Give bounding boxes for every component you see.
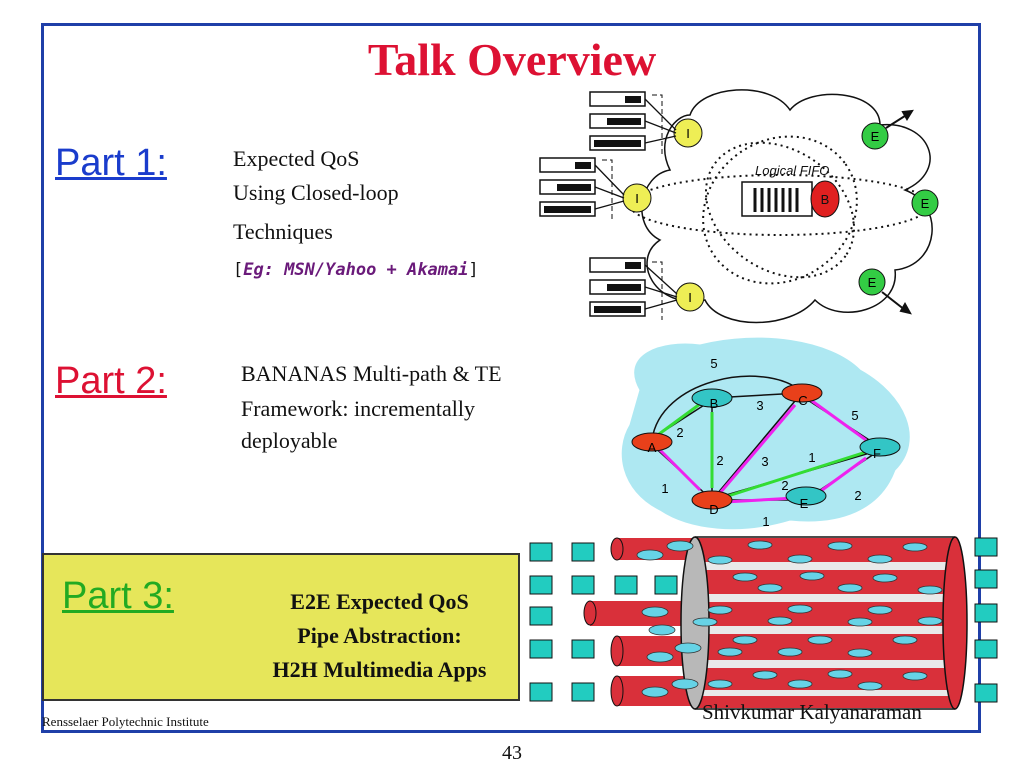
footer-institute: Rensselaer Polytechnic Institute — [42, 714, 209, 729]
svg-text:I: I — [635, 191, 639, 206]
svg-text:C: C — [798, 393, 807, 408]
bottleneck-node — [810, 180, 840, 218]
egress-node — [861, 122, 889, 150]
svg-text:E: E — [871, 129, 880, 144]
svg-text:I: I — [688, 290, 692, 305]
svg-text:B: B — [710, 396, 719, 411]
svg-text:E: E — [921, 196, 930, 211]
part3-line-3: H2H Multimedia Apps — [272, 657, 487, 682]
packet — [974, 603, 998, 623]
router-node — [631, 432, 673, 452]
footer-author: Shivkumar Kalyanaraman — [702, 700, 922, 724]
link-weight: 2 — [781, 478, 788, 493]
packet — [614, 575, 638, 595]
link-weight: 1 — [762, 514, 769, 529]
part3-label: Part 3: — [62, 575, 174, 617]
link-weight: 2 — [716, 453, 723, 468]
part2-line-1: BANANAS Multi-path & TE — [241, 361, 502, 386]
page-number: 43 — [502, 742, 522, 764]
svg-text:E: E — [800, 496, 809, 511]
egress-node — [911, 189, 939, 217]
part2-line-3: deployable — [241, 428, 338, 453]
part1-example: [Eg: MSN/Yahoo + Akamai] — [233, 254, 479, 284]
part1-line-3: Techniques — [233, 219, 333, 244]
link-weight: 1 — [661, 481, 668, 496]
link-weight: 5 — [710, 356, 717, 371]
part2-line-2: Framework: incrementally — [241, 396, 475, 421]
svg-text:I: I — [686, 126, 690, 141]
part3-text: E2E Expected QoS Pipe Abstraction: H2H M… — [237, 585, 522, 687]
svg-text:F: F — [873, 446, 881, 461]
router-node — [691, 388, 733, 408]
part1-label: Part 1: — [55, 142, 167, 184]
svg-text:A: A — [648, 440, 657, 455]
egress-node — [858, 268, 886, 296]
network-cloud — [621, 337, 910, 530]
ingress-node — [673, 118, 703, 148]
packet — [529, 542, 553, 562]
packet — [529, 575, 553, 595]
link-weight: 1 — [808, 450, 815, 465]
part1-line-1: Expected QoS — [233, 146, 360, 171]
router-node — [691, 490, 733, 510]
part2-label: Part 2: — [55, 360, 167, 402]
packet — [529, 606, 553, 626]
packet — [974, 537, 998, 557]
packet — [529, 639, 553, 659]
packet — [974, 683, 998, 703]
slide-title: Talk Overview — [367, 34, 657, 85]
part1-bracket-close: ] — [468, 260, 479, 280]
svg-text:E: E — [868, 275, 877, 290]
fifo-label: Logical FIFO — [755, 163, 829, 178]
part3-box — [42, 553, 520, 701]
flow-ellipse — [704, 141, 856, 279]
svg-text:B: B — [821, 192, 830, 207]
router-node — [859, 437, 901, 457]
link-weight: 2 — [854, 488, 861, 503]
router-node — [781, 383, 823, 403]
part1-line-2: Using Closed-loop — [233, 180, 399, 205]
link-weight: 2 — [676, 425, 683, 440]
link-weight: 5 — [851, 408, 858, 423]
slide-frame — [41, 23, 981, 733]
svg-text:D: D — [709, 502, 718, 517]
part3-line-2: Pipe Abstraction: — [297, 623, 462, 648]
link-weight: 3 — [761, 454, 768, 469]
packet — [529, 682, 553, 702]
link-weight: 3 — [756, 398, 763, 413]
router-node — [785, 486, 827, 506]
part1-bracket-open: [ — [233, 260, 244, 280]
part3-line-1: E2E Expected QoS — [290, 589, 469, 614]
flow-ellipse — [702, 135, 858, 285]
part1-example-text: Eg: MSN/Yahoo + Akamai — [243, 260, 469, 280]
